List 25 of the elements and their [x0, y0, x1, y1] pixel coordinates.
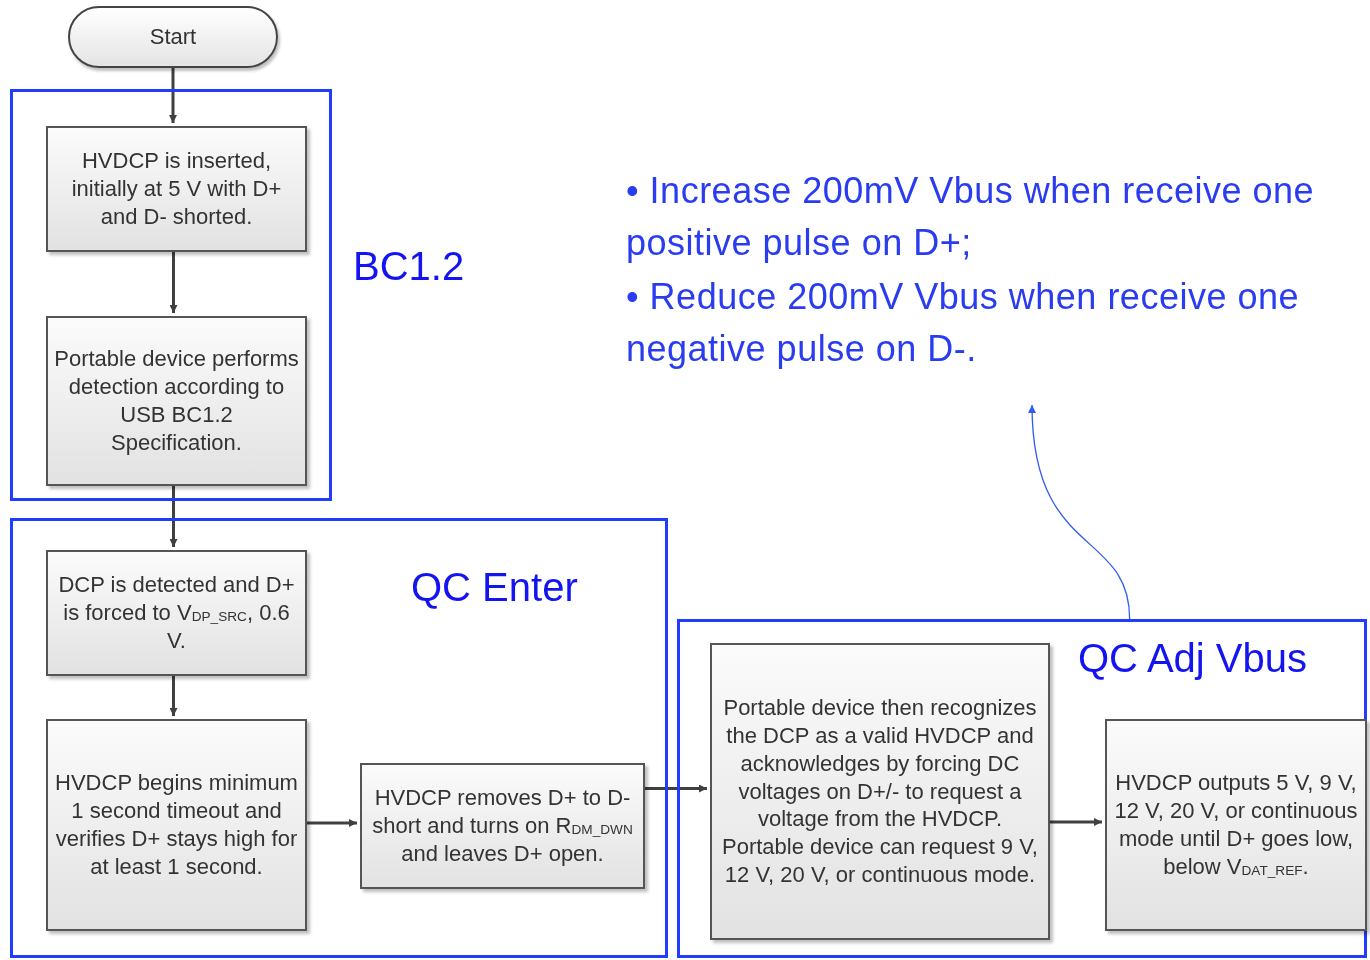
process-text: DCP is detected and D+ is forced to V$_{DP_SRC}$, 0.6 V.: [57, 571, 296, 655]
process-text: HVDCP begins minimum 1 second timeout and verifies D+ stays high for at least 1 second.: [54, 769, 299, 881]
process-text: Portable device performs detection according to USB BC1.2 Specification.: [54, 345, 299, 457]
process-box: [360, 763, 645, 889]
stage-frame: [10, 518, 668, 958]
process-box: [46, 126, 307, 252]
stage-frame: [677, 619, 1367, 958]
bullet-note: • Increase 200mV Vbus when receive one positive pulse on D+;: [626, 169, 1315, 265]
process-box: [46, 316, 307, 486]
stage-label: BC1.2: [353, 244, 465, 289]
bullet-note: • Reduce 200mV Vbus when receive one negative pulse on D-.: [626, 275, 1300, 371]
process-text: HVDCP is inserted, initially at 5 V with D+ and D- shorted.: [70, 147, 283, 231]
process-text: Portable device then recognizes the DCP as a valid HVDCP and acknowledges by forcing DC voltages on D+/- to request a voltage from the HVDCP. Portable device can request 9 V, 12 V, 20 V, or continuous mode.: [721, 693, 1039, 890]
process-box: [1105, 719, 1367, 931]
process-text: HVDCP removes D+ to D- short and turns on R$_{DM_DWN}$ and leaves D+ open.: [371, 784, 634, 868]
process-text: HVDCP outputs 5 V, 9 V, 12 V, 20 V, or continuous mode until D+ goes low, below V$_{DAT_REF}$.: [1113, 769, 1359, 881]
stage-label: QC Enter: [411, 565, 578, 610]
start-terminal: [68, 6, 278, 68]
arrow: [1028, 404, 1131, 620]
process-box: [710, 643, 1050, 940]
stage-label: QC Adj Vbus: [1078, 636, 1307, 681]
process-box: [46, 550, 307, 676]
arrow: [169, 68, 177, 123]
terminal-label: Start: [149, 23, 197, 51]
process-box: [46, 719, 307, 931]
